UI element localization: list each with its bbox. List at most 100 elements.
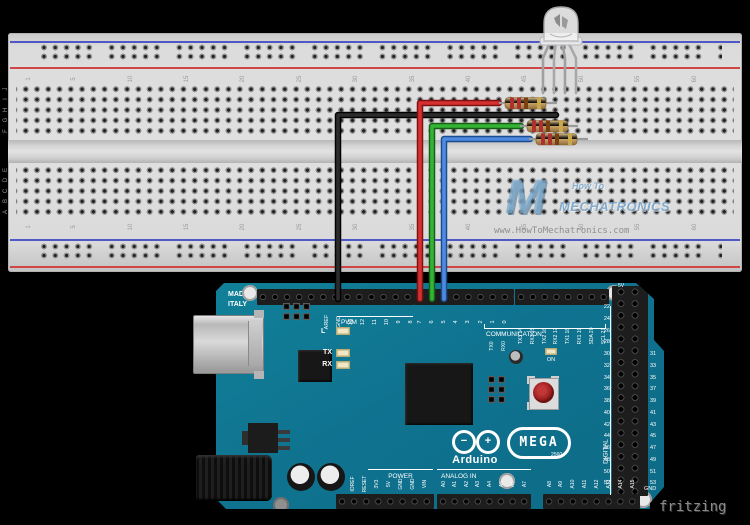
pin-label: 3 <box>465 320 472 324</box>
pin-label: 53 <box>650 480 657 487</box>
pin-label: 45 <box>650 433 657 440</box>
capacitor <box>317 463 345 491</box>
on-led <box>545 348 557 355</box>
arduino-logo-minus: − <box>452 430 476 454</box>
pin-label: 28 <box>603 339 610 346</box>
watermark-url: www.HowToMechatronics.com <box>494 226 630 236</box>
pin-label: 12 <box>359 318 366 326</box>
power-divider-line <box>368 469 433 470</box>
upper-hole-grid <box>16 84 734 136</box>
row-letter: A <box>3 209 9 214</box>
capacitor <box>287 463 315 491</box>
column-number: 40 <box>465 75 472 83</box>
icsp-header-2 <box>488 376 505 403</box>
small-capacitor <box>509 350 523 364</box>
column-number: 25 <box>296 75 303 83</box>
tx-led-label: TX <box>323 349 332 356</box>
communication-divider-line <box>484 328 606 329</box>
column-number: 35 <box>409 223 416 231</box>
pin-label: 10 <box>383 318 390 326</box>
header-digital-22-53 <box>612 286 648 496</box>
column-number: 1 <box>26 225 32 229</box>
pin-label: 41 <box>650 409 657 416</box>
icsp-header-1 <box>283 303 310 320</box>
center-channel <box>8 140 742 163</box>
column-number: 20 <box>240 223 247 231</box>
pin-label: TX1 18 <box>565 327 572 345</box>
column-number: 1 <box>26 77 32 81</box>
pin-label: 47 <box>650 445 657 451</box>
column-number: 20 <box>240 75 247 83</box>
power-jack <box>196 455 272 501</box>
mounting-hole <box>242 285 258 301</box>
arduino-brand-label: Arduino <box>452 454 498 466</box>
pin-label: 34 <box>603 374 610 381</box>
usb-interface-chip <box>298 350 332 382</box>
pin-label: 42 <box>603 421 610 428</box>
rx-led <box>336 361 350 369</box>
gnd-label: GND <box>644 486 657 492</box>
mounting-hole <box>273 497 289 509</box>
usb-connector <box>193 310 264 379</box>
bottom-negative-rail-line <box>10 239 740 241</box>
pin-label: 33 <box>650 362 657 369</box>
column-number: 15 <box>183 223 190 231</box>
pin-label: 36 <box>603 386 610 393</box>
pin-label: 4 <box>453 320 460 324</box>
pin-label: A14 <box>617 479 624 489</box>
column-number: 25 <box>296 223 303 231</box>
italy-label: ITALY <box>228 301 248 308</box>
column-number: 10 <box>127 223 134 231</box>
pwm-divider-line <box>337 316 413 317</box>
pin-label: A11 <box>582 479 589 489</box>
pin-label: 38 <box>603 398 610 404</box>
pin-label: A8 <box>546 480 553 488</box>
5v-label: 5V <box>618 283 625 289</box>
pin-label: 37 <box>650 386 657 393</box>
column-number: 35 <box>409 75 416 83</box>
bottom-rail-holes <box>40 242 722 260</box>
pin-label: A15 <box>629 479 636 489</box>
pin-label: 11 <box>371 319 378 325</box>
rx0-label: RX0 <box>501 341 507 351</box>
divider-tick <box>484 324 485 328</box>
header-analog-a8-a15 <box>543 494 640 509</box>
pin-label: 7 <box>417 320 423 324</box>
pin-label: 9 <box>395 320 402 324</box>
pin-label: 48 <box>603 456 610 463</box>
pin-label: 5 <box>441 320 448 324</box>
model-number: 2560 <box>551 452 563 458</box>
rx-led-label: RX <box>322 361 332 368</box>
pwm-label: PWM <box>341 319 357 326</box>
pin-label: A4 <box>486 480 493 488</box>
mega-badge: MEGA <box>507 427 571 459</box>
column-number: 45 <box>522 75 529 83</box>
column-number: 50 <box>578 75 585 83</box>
header-7-0 <box>414 289 514 305</box>
fritzing-watermark: fritzing <box>659 499 727 515</box>
tx-led <box>336 349 350 357</box>
watermark-title-1: How To <box>572 181 605 191</box>
pin-label: 30 <box>603 351 610 357</box>
pin-label: 52 <box>603 480 610 487</box>
column-number: 5 <box>71 225 78 229</box>
analog-divider-line <box>437 469 531 470</box>
digital-label: DIGITAL <box>602 439 610 464</box>
pin-label: A6 <box>510 480 517 488</box>
pin-label: 51 <box>650 468 657 475</box>
watermark-title-2: MECHATRONICS <box>559 199 671 214</box>
column-number: 10 <box>127 75 134 83</box>
pin-label: 43 <box>650 421 657 428</box>
communication-label: COMMUNICATION <box>486 331 542 338</box>
pin-label: 46 <box>603 445 610 451</box>
bottom-positive-rail-line <box>10 266 740 268</box>
analog-in-label: ANALOG IN <box>441 473 477 480</box>
power-label: POWER <box>388 473 413 480</box>
pin-label: 2 <box>477 320 484 324</box>
pin-label: A9 <box>558 480 565 488</box>
column-number: 55 <box>635 75 642 83</box>
column-number: 60 <box>691 223 698 231</box>
column-number: 30 <box>353 75 360 83</box>
pin-label: SDA 20 <box>588 327 595 345</box>
